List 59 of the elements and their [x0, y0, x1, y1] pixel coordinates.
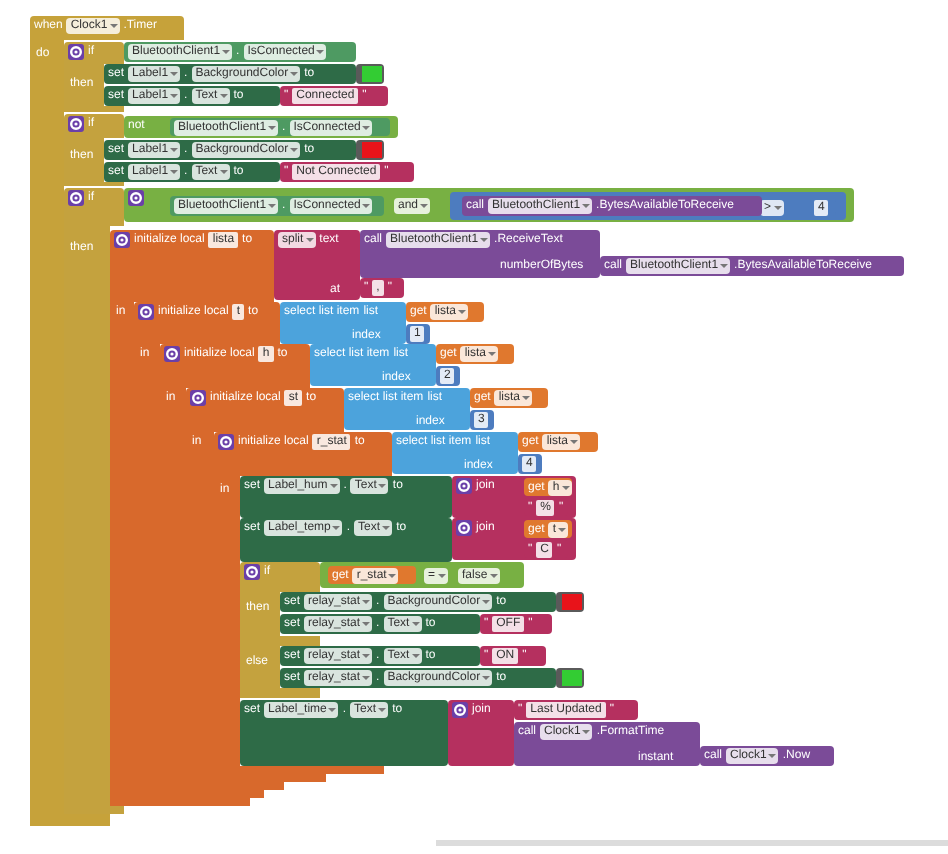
color-block	[556, 668, 584, 688]
get-variable-block	[436, 344, 514, 364]
get-variable-block	[406, 302, 484, 322]
if-block	[64, 188, 124, 226]
logic-block	[124, 116, 398, 138]
join-block	[452, 518, 576, 560]
setter-block	[104, 64, 356, 84]
component-getter-block	[124, 42, 356, 62]
setter-block	[240, 700, 448, 766]
compare-block	[450, 192, 846, 220]
if-block	[240, 562, 320, 592]
setter-block	[280, 668, 556, 688]
text-block	[280, 162, 414, 182]
setter-block	[240, 476, 452, 518]
list-select-block	[310, 344, 436, 386]
if-block	[64, 42, 124, 64]
logic-block	[124, 188, 854, 222]
list-select-block	[280, 302, 406, 344]
color-block	[356, 140, 384, 160]
get-variable-block	[524, 520, 572, 538]
text-block	[280, 86, 388, 106]
number-block	[436, 366, 460, 386]
method-call-block	[360, 230, 600, 278]
join-block	[448, 700, 514, 766]
get-variable-block	[518, 432, 598, 452]
component-getter-block	[170, 118, 390, 136]
logic-block	[320, 562, 524, 588]
method-call-block	[700, 746, 834, 766]
text-block	[480, 646, 546, 666]
setter-block	[240, 518, 452, 562]
method-call-block	[514, 722, 700, 766]
list-select-block	[344, 388, 470, 430]
split-block	[274, 230, 360, 300]
text-block	[360, 278, 404, 298]
setter-block	[280, 592, 556, 612]
setter-block	[104, 162, 280, 182]
number-block	[470, 410, 494, 430]
text-block	[514, 700, 638, 720]
event-block	[30, 16, 184, 40]
setter-block	[104, 86, 280, 106]
get-variable-block	[328, 566, 416, 584]
setter-block	[104, 140, 356, 160]
local-variable-block	[214, 432, 392, 476]
color-block	[556, 592, 584, 612]
setter-block	[280, 614, 480, 634]
text-block	[480, 614, 552, 634]
join-block	[452, 476, 576, 518]
number-block	[406, 324, 430, 344]
list-select-block	[392, 432, 518, 474]
local-variable-block	[110, 230, 274, 302]
color-block	[356, 64, 384, 84]
if-block	[64, 114, 124, 138]
component-getter-block	[170, 196, 384, 216]
number-block	[518, 454, 542, 474]
get-variable-block	[524, 478, 572, 496]
setter-block	[280, 646, 480, 666]
get-variable-block	[470, 388, 548, 408]
method-call-block	[462, 196, 762, 216]
method-call-block	[600, 256, 904, 276]
